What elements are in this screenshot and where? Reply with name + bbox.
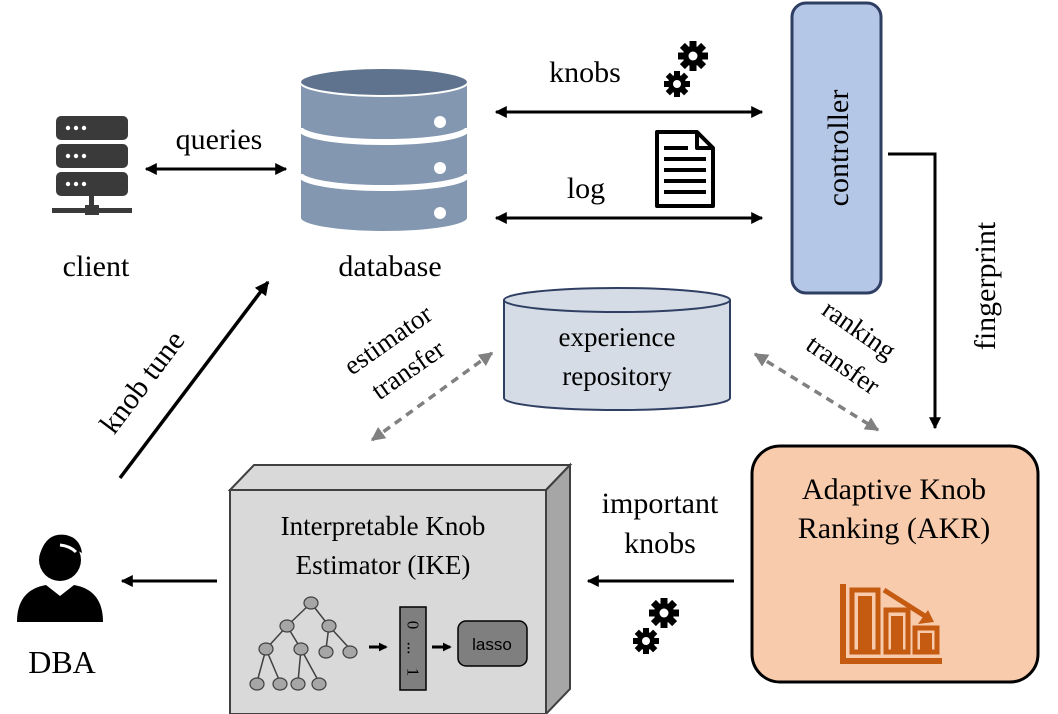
important-knobs-line2: knobs — [624, 527, 696, 560]
akr-label-line1: Adaptive Knob — [802, 473, 986, 506]
gear-icon — [633, 598, 679, 654]
estimator-transfer-arrow — [370, 351, 494, 442]
ike-box — [227, 462, 573, 714]
controller-label: controller — [822, 90, 855, 207]
lasso-label: lasso — [472, 635, 512, 654]
decision-tree-icon — [249, 596, 358, 691]
vector-box — [399, 606, 427, 691]
bar-chart-down-icon — [840, 584, 942, 664]
knob-tune-arrow — [118, 280, 270, 480]
vector-mid: ... — [404, 642, 423, 655]
client-icon — [52, 116, 132, 215]
log-label: log — [567, 172, 605, 205]
ranking-transfer-arrow — [753, 352, 880, 432]
queries-label: queries — [176, 123, 263, 156]
knobs-label: knobs — [549, 56, 621, 89]
document-icon — [655, 130, 715, 208]
important-knobs-line1: important — [602, 487, 719, 520]
experience-label-line2: repository — [562, 361, 672, 391]
fingerprint-label: fingerprint — [969, 221, 1002, 350]
user-icon — [17, 534, 103, 622]
experience-repository — [503, 287, 731, 411]
vector-top: 0 — [404, 621, 423, 630]
ike-label-line2: Estimator (IKE) — [296, 550, 471, 580]
vector-bottom: 1 — [404, 668, 423, 677]
ike-label-line1: Interpretable Knob — [281, 511, 486, 541]
database-icon — [297, 67, 471, 233]
controller-box — [790, 1, 883, 295]
knob-tune-label: knob tune — [93, 325, 191, 440]
client-label: client — [63, 250, 130, 283]
database-label: database — [338, 250, 441, 283]
dba-label: DBA — [28, 644, 96, 680]
experience-label-line1: experience — [559, 322, 676, 352]
gear-icon — [664, 41, 708, 97]
akr-box — [750, 444, 1040, 684]
fingerprint-arrow — [888, 152, 941, 430]
akr-label-line2: Ranking (AKR) — [798, 512, 990, 545]
lasso-box — [457, 620, 528, 667]
